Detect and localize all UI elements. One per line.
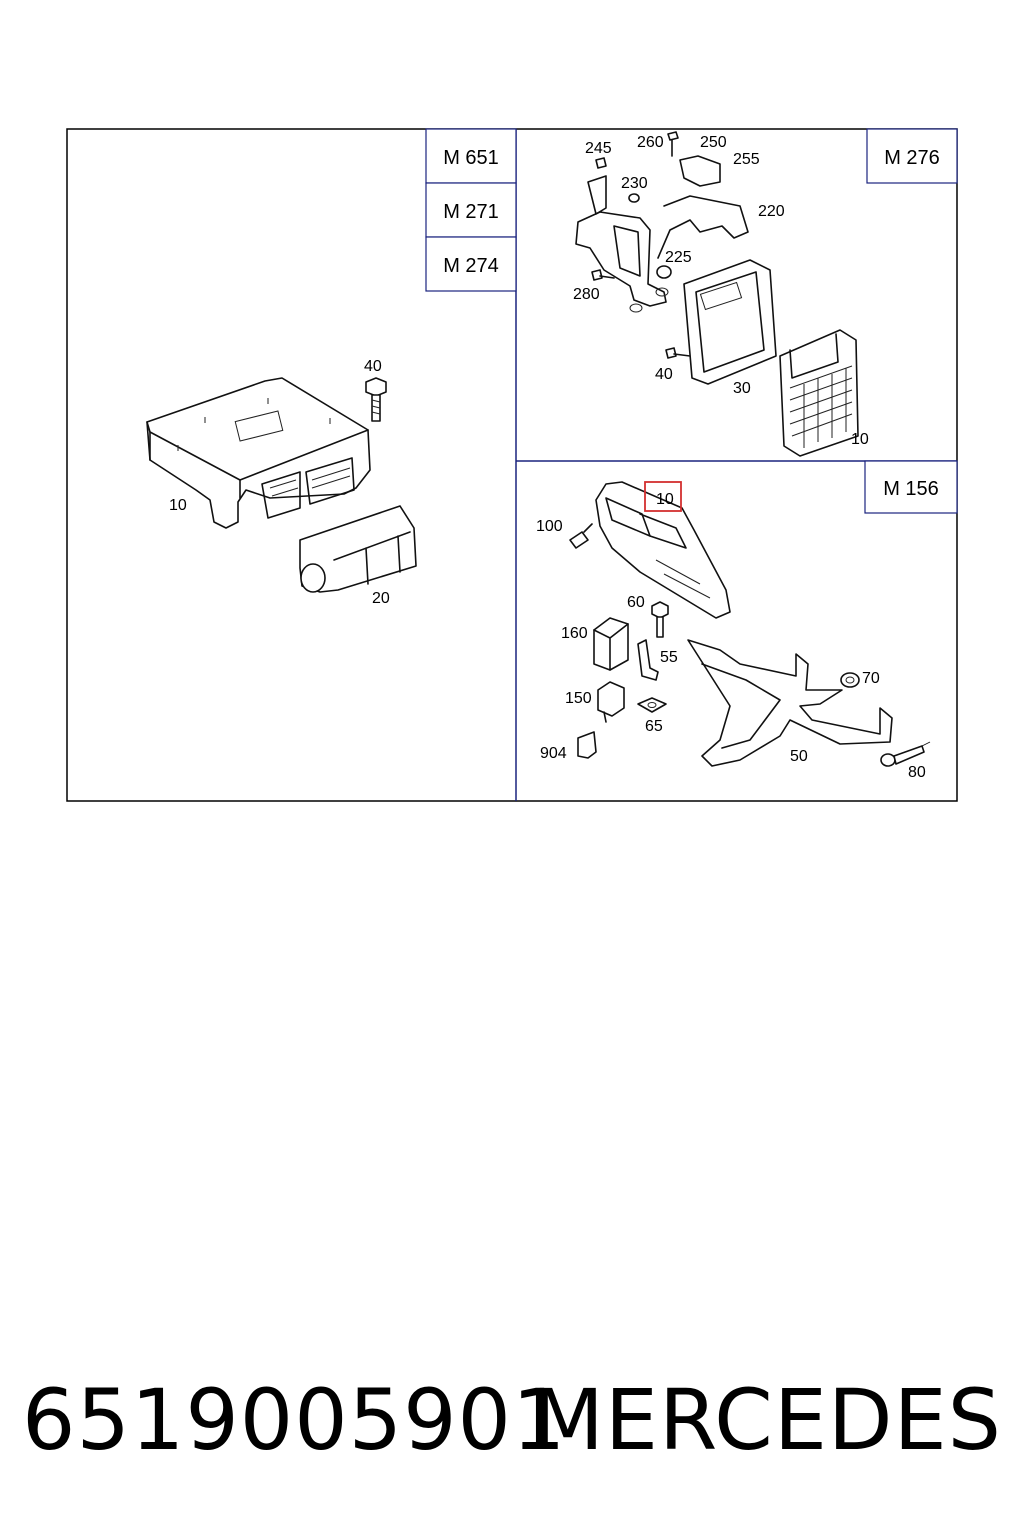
engine-control-unit-left [146,377,371,529]
callout-904: 904 [540,745,567,762]
engine-code-box [864,460,958,514]
engine-code-box [866,128,958,184]
callout-245: 245 [585,140,612,157]
callout-55: 55 [660,649,678,666]
fastener-260 [667,131,679,157]
callout-20: 20 [372,590,390,607]
sensor-100 [569,523,593,549]
highlight-box [644,481,682,512]
callout-70: 70 [862,670,880,687]
callout-60: 60 [627,594,645,611]
callout-65: 65 [645,718,663,735]
fastener-280 [591,269,615,281]
engine-code-box [425,128,517,184]
engine-code-m156: M 156 [883,478,939,500]
callout-10-highlighted: 10 [656,491,674,508]
callout-230: 230 [621,175,648,192]
washer-65 [637,697,667,713]
relay-150 [597,681,625,723]
callout-40: 40 [364,358,382,375]
engine-code-m271: M 271 [443,201,499,223]
bolt-40-left [365,377,387,422]
callout-50: 50 [790,748,808,765]
engine-code-box [425,182,517,238]
brand-name: MERCEDES [531,1371,1002,1469]
bolt-80 [880,741,931,767]
fastener-245 [595,157,607,169]
callout-250: 250 [700,134,727,151]
relay-160 [593,617,629,671]
callout-80: 80 [908,764,926,781]
callout-220: 220 [758,203,785,220]
callout-225: 225 [665,249,692,266]
callout-150: 150 [565,690,592,707]
callout-160: 160 [561,625,588,642]
callout-30: 30 [733,380,751,397]
fastener-230 [628,193,640,203]
engine-code-m274: M 274 [443,255,499,277]
connector-904 [577,731,597,759]
callout-280: 280 [573,286,600,303]
engine-control-unit-m156 [595,481,731,619]
callout-100: 100 [536,518,563,535]
bracket-55 [637,639,659,681]
part-number: 6519005901 [22,1371,567,1469]
footer: 6519005901 MERCEDES [0,1365,1024,1475]
bolt-60 [651,601,669,638]
mounting-bracket-50 [687,639,893,767]
engine-code-m276: M 276 [884,147,940,169]
fastener-40-m276 [665,347,691,359]
callout-255: 255 [733,151,760,168]
nut-70 [840,672,860,688]
callout-10: 10 [851,431,869,448]
callout-10: 10 [169,497,187,514]
fastener-225 [656,265,672,279]
engine-code-m651: M 651 [443,147,499,169]
callout-40: 40 [655,366,673,383]
callout-260: 260 [637,134,664,151]
cover-20 [299,505,417,593]
left-panel-engine-codes: M 651 M 271 M 274 [425,128,517,292]
bracket-assembly-m276 [575,155,749,313]
holder-30 [683,259,777,385]
engine-control-unit-m276 [779,329,859,457]
engine-code-box [425,236,517,292]
